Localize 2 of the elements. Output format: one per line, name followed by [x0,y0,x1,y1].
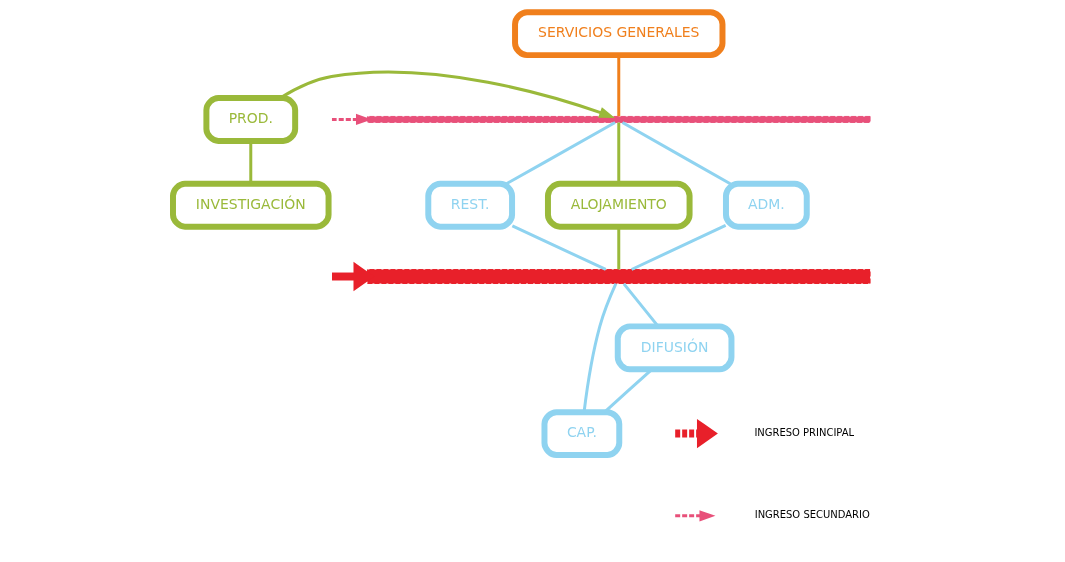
legend-label: INGRESO PRINCIPAL [753,427,854,439]
legend-label: INGRESO SECUNDARIO [754,509,870,521]
